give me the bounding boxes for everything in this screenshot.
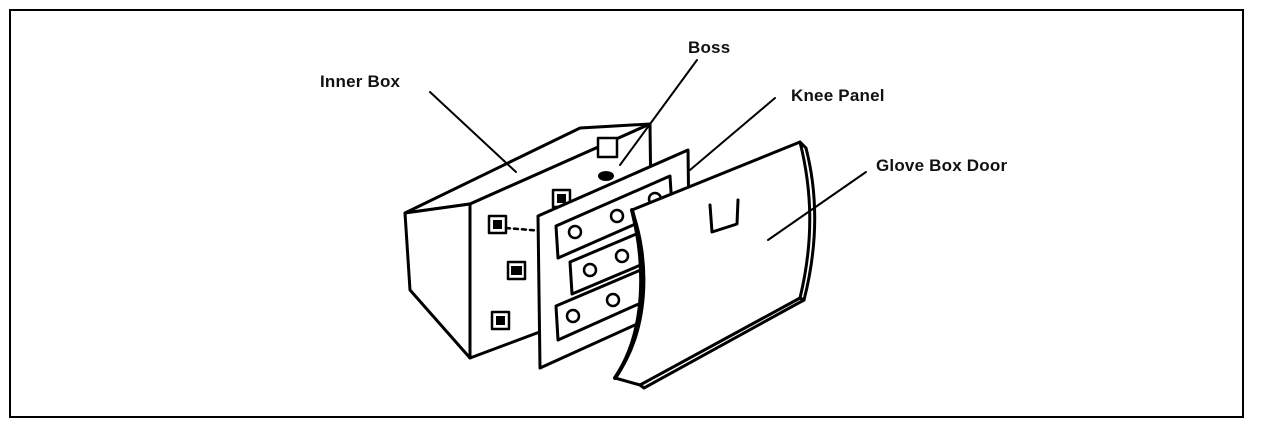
label-boss: Boss [688, 38, 731, 57]
leader-boss [619, 59, 698, 166]
label-glove-box-door: Glove Box Door [876, 156, 1008, 175]
glove-box-door [613, 140, 817, 390]
leader-glove-box-door [767, 171, 867, 241]
leader-lines [429, 59, 867, 241]
leader-knee-panel [689, 97, 776, 171]
label-knee-panel: Knee Panel [791, 86, 885, 105]
label-inner-box: Inner Box [320, 72, 401, 91]
boss-nub [598, 171, 614, 181]
leader-inner-box [429, 91, 517, 173]
